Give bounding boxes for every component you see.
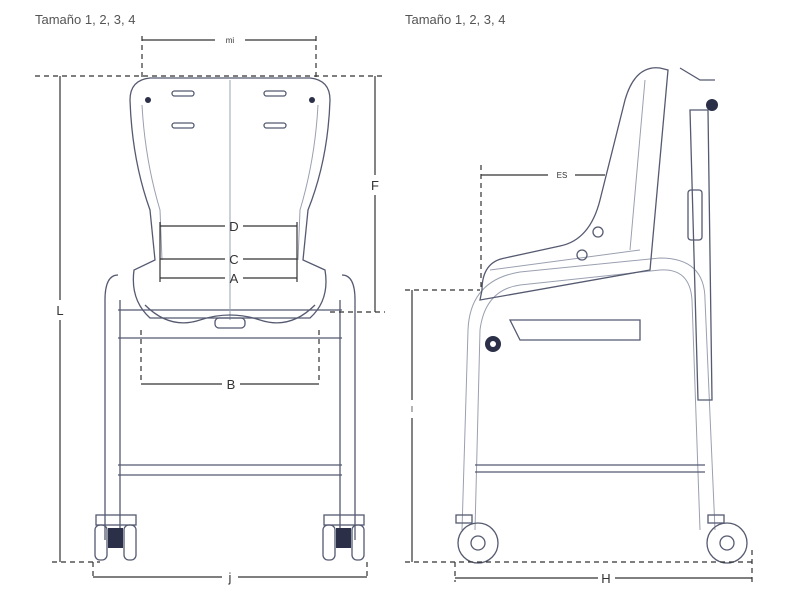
dim-H-label: H bbox=[601, 571, 610, 586]
dim-B-label: B bbox=[227, 377, 236, 392]
dim-mi-label: mi bbox=[226, 36, 235, 45]
front-view-title: Tamaño 1, 2, 3, 4 bbox=[35, 12, 136, 27]
dim-ES-label: ES bbox=[557, 171, 568, 180]
front-dimensions bbox=[35, 36, 385, 580]
front-left-caster bbox=[94, 514, 137, 561]
dim-F-label: F bbox=[371, 178, 379, 193]
side-view-title: Tamaño 1, 2, 3, 4 bbox=[405, 12, 506, 27]
dim-I-label: I bbox=[411, 405, 413, 414]
dim-C-label: C bbox=[229, 252, 238, 267]
side-front-wheel bbox=[706, 514, 748, 564]
side-view-chair bbox=[455, 67, 748, 564]
front-right-caster bbox=[322, 514, 365, 561]
side-dimensions bbox=[405, 165, 755, 582]
dim-A-label: A bbox=[230, 271, 239, 286]
side-rear-wheel bbox=[455, 514, 499, 564]
dim-D-label: D bbox=[229, 219, 238, 234]
dim-j-label: j bbox=[228, 570, 232, 585]
front-view-chair bbox=[94, 77, 365, 561]
dim-L-label: L bbox=[56, 303, 63, 318]
